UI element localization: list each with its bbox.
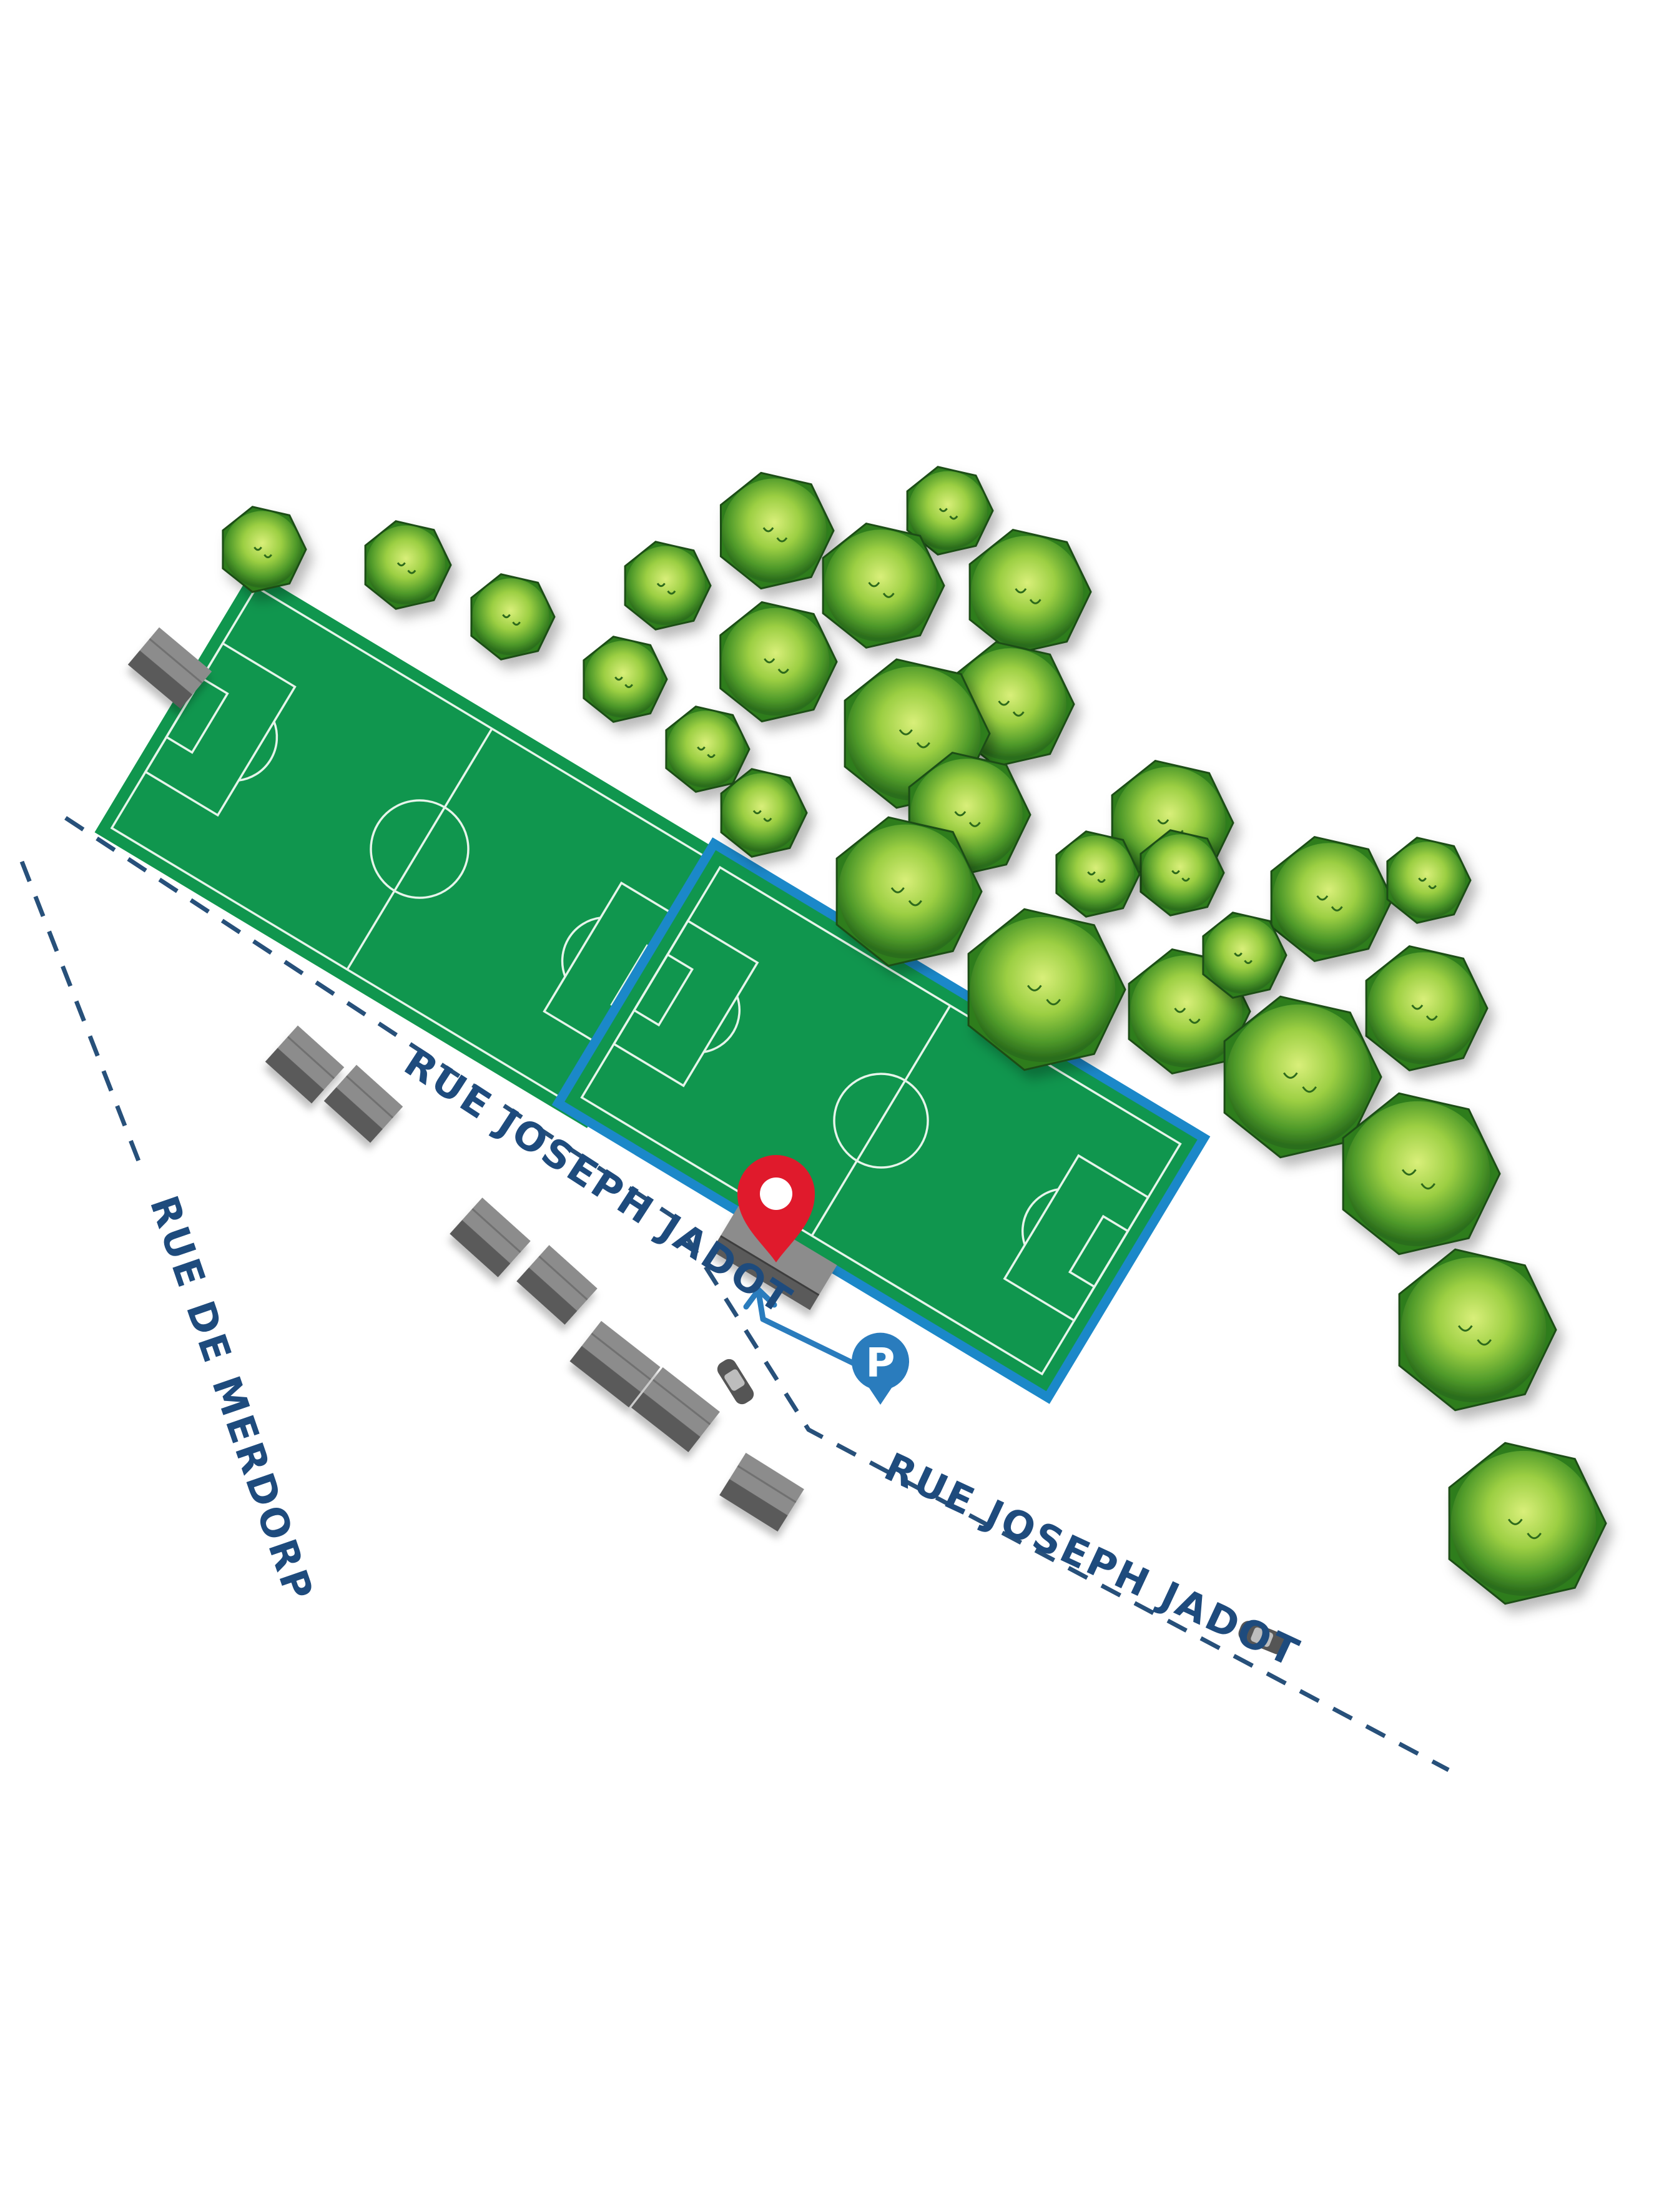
car-1: [717, 1359, 754, 1405]
buildings: [127, 627, 804, 1532]
building: [569, 1320, 661, 1408]
tree: [1365, 945, 1489, 1072]
tree: [968, 528, 1092, 656]
parking-direction-arrow: [743, 1287, 859, 1367]
building: [516, 1245, 598, 1325]
building: [323, 1064, 403, 1143]
tree: [1270, 835, 1394, 963]
tree: [665, 705, 751, 793]
tree: [720, 768, 808, 858]
building: [127, 627, 212, 709]
roads: [19, 816, 1450, 1772]
tree: [1398, 1248, 1557, 1412]
parking-symbol: P: [866, 1340, 895, 1387]
street-label-rue-joseph-jadot-south: RUE JOSEPH JADOT: [878, 1443, 1307, 1676]
tree: [470, 573, 556, 661]
location-pin-icon: [737, 1155, 815, 1262]
tree: [1055, 830, 1141, 918]
tree: [906, 466, 994, 556]
tree: [1140, 829, 1225, 917]
car-2: [1238, 1621, 1288, 1654]
tree: [719, 601, 838, 723]
tree: [1202, 912, 1287, 999]
tree: [1386, 837, 1472, 924]
building: [265, 1025, 345, 1104]
parking-sign: P: [852, 1332, 909, 1405]
tree: [1342, 1092, 1501, 1256]
building: [450, 1197, 531, 1277]
tree: [822, 522, 945, 649]
building: [719, 1452, 804, 1532]
tree: [364, 520, 452, 610]
street-label-rue-de-merdorp: RUE DE MERDORP: [141, 1190, 323, 1608]
road-rue-de-merdorp: [19, 860, 146, 1175]
football-pitch-2-highlighted: [551, 837, 1211, 1404]
tree: [835, 816, 983, 967]
tree: [719, 471, 835, 590]
tree: [222, 506, 307, 593]
tree: [1448, 1442, 1607, 1605]
tree: [1223, 995, 1382, 1159]
tree: [583, 636, 668, 723]
tree: [967, 908, 1126, 1071]
trees: [222, 466, 1607, 1605]
tree: [624, 541, 712, 631]
building: [631, 1367, 720, 1453]
